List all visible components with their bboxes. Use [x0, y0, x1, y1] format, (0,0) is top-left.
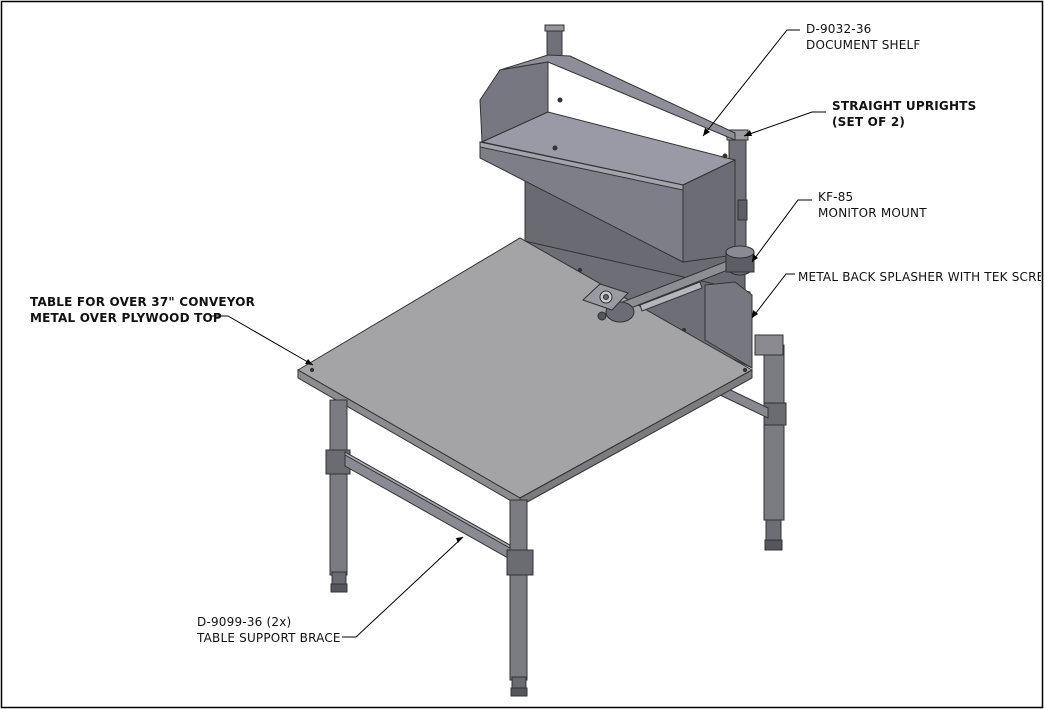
support-brace-part-number: D-9099-36 (2x) — [197, 615, 292, 629]
callout-table-top: TABLE FOR OVER 37" CONVEYOR METAL OVER P… — [30, 294, 255, 326]
leader-monitor-mount — [751, 199, 812, 263]
front-right-leg — [506, 499, 534, 697]
callout-monitor-mount: KF-85 MONITOR MOUNT — [818, 189, 927, 221]
back-splasher-label: METAL BACK SPLASHER WITH TEK SCREWS — [798, 270, 1041, 284]
table-top-label: TABLE FOR OVER 37" CONVEYOR — [30, 295, 256, 309]
callout-document-shelf: D-9032-36 DOCUMENT SHELF — [806, 21, 921, 53]
left-upright — [544, 24, 565, 59]
leader-lines — [210, 29, 826, 638]
front-left-leg — [325, 399, 351, 593]
leader-document-shelf — [702, 29, 800, 137]
callout-support-brace: D-9099-36 (2x) TABLE SUPPORT BRACE — [197, 614, 341, 646]
leader-back-splasher — [751, 273, 795, 319]
leader-arrowheads — [305, 128, 758, 543]
monitor-mount-label: MONITOR MOUNT — [818, 206, 927, 220]
uprights-quantity: (SET OF 2) — [832, 115, 906, 129]
callout-uprights: STRAIGHT UPRIGHTS (SET OF 2) — [832, 98, 976, 130]
leader-uprights — [743, 111, 826, 137]
leader-support-brace — [342, 536, 464, 638]
support-brace-label: TABLE SUPPORT BRACE — [197, 631, 341, 645]
document-shelf-label: DOCUMENT SHELF — [806, 38, 921, 52]
monitor-mount-part-number: KF-85 — [818, 190, 854, 204]
table-top-material: METAL OVER PLYWOOD TOP — [30, 311, 222, 325]
table-top — [297, 237, 754, 507]
monitor-mount — [582, 245, 755, 323]
leader-table-top — [210, 315, 314, 366]
rear-right-leg — [754, 334, 787, 551]
uprights-label: STRAIGHT UPRIGHTS — [832, 99, 977, 113]
callout-back-splasher: METAL BACK SPLASHER WITH TEK SCREWS — [798, 269, 1041, 285]
document-shelf-part-number: D-9032-36 — [806, 22, 872, 36]
